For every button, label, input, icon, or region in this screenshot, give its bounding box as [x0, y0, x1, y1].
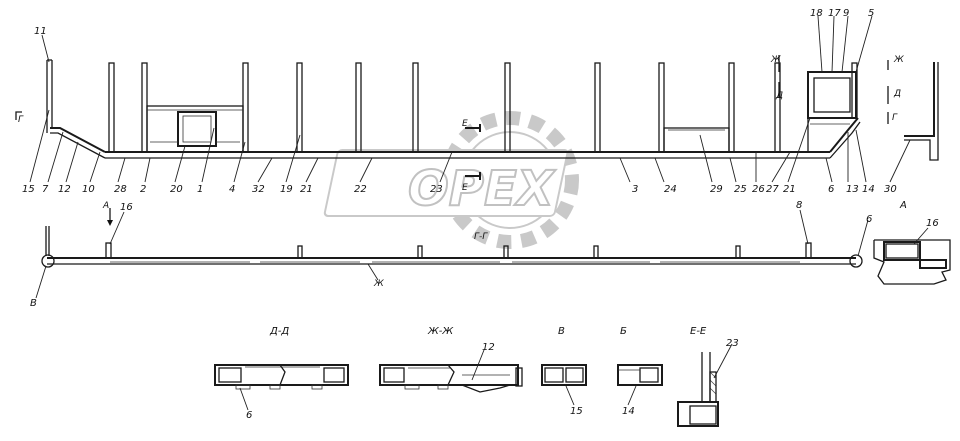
callout-6-side: 6: [866, 214, 872, 225]
section-ee-title: Е-Е: [690, 326, 707, 337]
callout-12-section: 12: [482, 342, 495, 353]
section-dd-title: Д-Д: [269, 326, 289, 337]
callout-14: 14: [862, 184, 875, 195]
callout-8: 8: [796, 200, 802, 211]
callout-15-section: 15: [570, 406, 583, 417]
callout-7: 7: [42, 184, 49, 195]
callout-26: 26: [752, 184, 765, 195]
view-mark-v: В: [30, 298, 37, 309]
cut-mark-e-mid: Е: [462, 183, 468, 193]
callout-32: 32: [252, 184, 265, 195]
section-b-title: Б: [620, 326, 627, 337]
callout-22: 22: [354, 184, 367, 195]
callout-4: 4: [229, 184, 235, 195]
callout-16-detail: 16: [926, 218, 939, 229]
callout-6: 6: [828, 184, 834, 195]
vertical-posts: [108, 62, 858, 153]
view-mark-a: A: [102, 201, 109, 211]
callout-25: 25: [734, 184, 747, 195]
cut-mark-zh-top: Ж: [770, 55, 781, 65]
cut-mark-g-right: Г: [892, 113, 898, 123]
callout-24: 24: [664, 184, 677, 195]
callout-20: 20: [170, 184, 183, 195]
callout-2: 2: [140, 184, 146, 195]
section-v-title: В: [558, 326, 565, 337]
cut-mark-d-top: Д: [775, 91, 783, 101]
callout-16: 16: [120, 202, 133, 213]
cut-mark-e-top: Е: [462, 119, 468, 129]
callout-14-section: 14: [622, 406, 635, 417]
callout-19: 19: [280, 184, 293, 195]
callout-3: 3: [632, 184, 638, 195]
section-ee: Е-Е 23: [677, 326, 739, 427]
detail-a-title: А: [899, 200, 907, 211]
callout-1: 1: [197, 184, 203, 195]
detail-a: А 16: [873, 200, 951, 285]
callout-21b: 21: [783, 184, 796, 195]
cut-mark-zh-right: Ж: [893, 55, 904, 65]
callout-18: 18: [810, 8, 823, 19]
callout-13: 13: [846, 184, 859, 195]
watermark-text: OPEX: [408, 161, 556, 217]
callout-28: 28: [114, 184, 127, 195]
callout-15: 15: [22, 184, 35, 195]
section-gg-label: Г-Г: [474, 232, 488, 242]
callout-9: 9: [843, 8, 849, 19]
cut-mark-d-right: Д: [893, 89, 901, 99]
callout-30: 30: [884, 184, 897, 195]
callout-17: 17: [828, 8, 841, 19]
side-view-brackets: [105, 242, 812, 259]
section-zhzh-title: Ж-Ж: [427, 326, 454, 337]
callout-23-section: 23: [726, 338, 739, 349]
section-b: Б 14: [617, 326, 663, 417]
callout-23: 23: [430, 184, 443, 195]
callout-10: 10: [82, 184, 95, 195]
section-dd: Д-Д 6: [214, 326, 349, 421]
callout-11: 11: [34, 26, 47, 37]
cut-mark-g-left: Г: [18, 115, 24, 125]
callout-29: 29: [710, 184, 723, 195]
section-v: В 15: [541, 326, 587, 417]
top-callouts: 11 15 7 12 10 28 2 20 1 4 32 19 21 22 23…: [22, 8, 911, 195]
callout-6-section: 6: [246, 410, 252, 421]
cut-mark-zh-axis: Ж: [373, 279, 384, 289]
side-view: A 16 8 6 В Ж: [30, 200, 872, 309]
callout-12: 12: [58, 184, 71, 195]
section-zhzh: Ж-Ж 12: [379, 326, 523, 393]
opex-watermark: OPEX: [323, 111, 579, 249]
callout-27: 27: [766, 184, 779, 195]
callout-5: 5: [868, 8, 874, 19]
callout-21: 21: [300, 184, 313, 195]
